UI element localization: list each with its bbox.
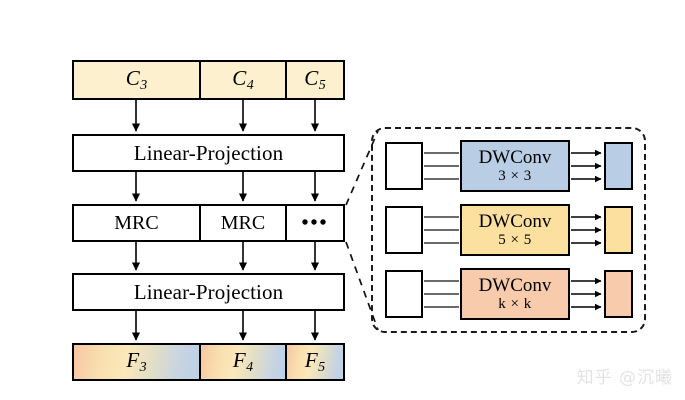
branch-2-input-box [385, 206, 423, 254]
input-box-c3-subscript: 3 [140, 77, 148, 93]
linear-projection-bottom-label: Linear-Projection [133, 279, 284, 304]
output-box-f3-subscript: 3 [139, 359, 147, 375]
output-box-f5: F5 [285, 343, 345, 381]
branch-1-dwconv-title: DWConv [478, 146, 552, 168]
input-box-c4: C4 [199, 60, 287, 100]
mrc-box-2: MRC [199, 204, 287, 242]
mrc-detail-panel [371, 127, 646, 333]
branch-2-dwconv-title: DWConv [478, 210, 552, 232]
output-box-f5-label: F [304, 347, 318, 372]
arrows-lp2-to-f [131, 311, 320, 341]
arrows-mrc-to-lp2 [131, 242, 320, 271]
linear-projection-bottom: Linear-Projection [72, 273, 345, 311]
linear-projection-top: Linear-Projection [72, 134, 345, 172]
branch-1-output-box [604, 142, 633, 190]
output-box-f4: F4 [199, 343, 287, 381]
input-box-c3-label: C [125, 65, 140, 90]
branch-3-dwconv-title: DWConv [478, 274, 552, 296]
branch-1-dwconv-box: DWConv 3 × 3 [460, 140, 570, 192]
output-box-f3-label: F [126, 347, 140, 372]
input-box-c5: C5 [285, 60, 345, 100]
arrows-c-to-lp [131, 100, 320, 132]
mrc-box-2-label: MRC [220, 211, 266, 234]
output-box-f4-label: F [232, 347, 246, 372]
branch-2-output-box [604, 206, 633, 254]
output-box-f5-subscript: 5 [318, 359, 326, 375]
mrc-box-1: MRC [72, 204, 201, 242]
linear-projection-top-label: Linear-Projection [133, 140, 284, 165]
input-box-c4-label: C [232, 65, 247, 90]
arrows-lp-to-mrc [131, 172, 320, 202]
mrc-box-1-label: MRC [114, 211, 159, 234]
output-box-f4-subscript: 4 [246, 359, 254, 375]
input-box-c4-subscript: 4 [246, 77, 254, 93]
input-box-c5-label: C [304, 65, 319, 90]
branch-2-dwconv-box: DWConv 5 × 5 [460, 204, 570, 256]
branch-3-dwconv-box: DWConv k × k [460, 268, 570, 320]
mrc-ellipsis-label: ••• [301, 211, 329, 234]
branch-1-kernel-label: 3 × 3 [498, 168, 532, 185]
branch-3-input-box [385, 270, 423, 318]
input-box-c5-subscript: 5 [318, 77, 326, 93]
output-box-f3: F3 [72, 343, 201, 381]
branch-3-kernel-label: k × k [498, 296, 532, 313]
branch-1-input-box [385, 142, 423, 190]
branch-2-kernel-label: 5 × 5 [498, 232, 532, 249]
zhihu-watermark: 知乎 @沉曦 [576, 368, 673, 388]
input-box-c3: C3 [72, 60, 201, 100]
branch-3-output-box [604, 270, 633, 318]
mrc-box-ellipsis: ••• [285, 204, 345, 242]
